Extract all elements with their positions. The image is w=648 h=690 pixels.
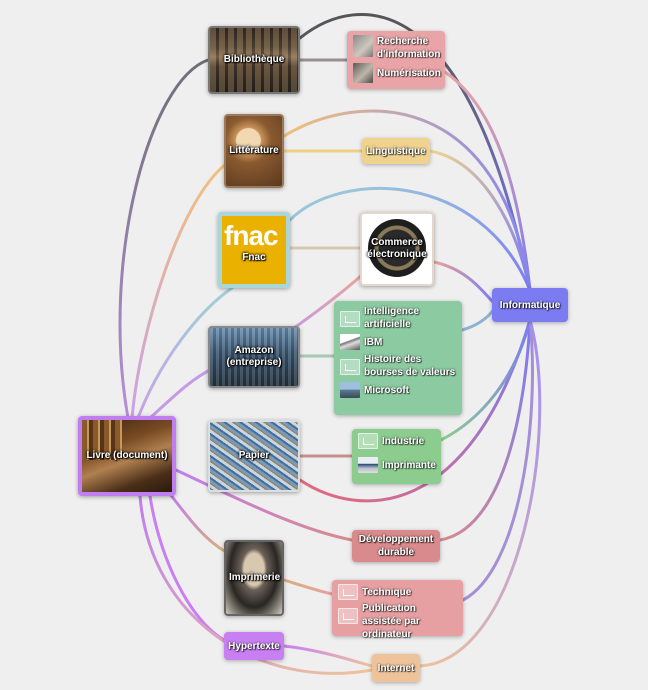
tag-linguistique-label: Linguistique [366,145,426,157]
item-label: IBM [364,336,383,348]
node-fnac[interactable]: fnac Fnac [218,212,290,288]
tag-internet-label: Internet [377,662,415,674]
list-item-intelligence[interactable]: Intelligence artificielle [340,305,456,331]
image-placeholder-icon [358,433,378,449]
list-item-ibm[interactable]: IBM [340,334,456,350]
tag-linguistique[interactable]: Linguistique [362,138,430,164]
edge-imprimerie-technique [282,578,334,596]
edge-industrie-informatique [439,318,532,442]
item-label: Histoire des bourses de valeurs [364,354,456,378]
edge-livre-imprimerie [168,492,228,554]
edge-linguistique-informatique [428,149,532,292]
item-label: Microsoft [364,384,409,396]
item-label: Industrie [382,435,425,447]
node-imprimerie-label: Imprimerie [229,572,281,583]
tag-informatique-label: Informatique [499,299,561,311]
group-intelligence: Intelligence artificielle IBM Histoire d… [334,301,462,415]
edge-developpement-informatique [438,318,532,542]
tag-informatique[interactable]: Informatique [492,288,568,322]
shelves-photo [210,28,298,92]
node-amazon[interactable]: Amazon (entreprise) [208,326,300,388]
item-label: Numérisation [377,67,441,79]
edge-livre-litterature [130,162,228,420]
item-label: Technique [362,586,412,598]
edge-technique-informatique [461,318,534,602]
item-label: Intelligence artificielle [364,306,420,330]
list-item-publication[interactable]: Publication assistée par ordinateur [338,602,457,641]
node-bibliotheque-label: Bibliothèque [223,54,285,65]
item-label: Recherche d'information [377,36,441,60]
item-label: Imprimante [382,459,436,471]
list-item-technique[interactable]: Technique [338,584,457,600]
edge-livre-developpement [174,468,354,542]
list-item-imprimante[interactable]: Imprimante [358,457,436,473]
tag-internet[interactable]: Internet [372,654,420,682]
edge-livre-fnac [136,286,234,420]
image-placeholder-icon [338,608,358,624]
edge-papier-informatique [298,318,532,503]
image-placeholder-icon [340,359,360,375]
edge-fnac-informatique [288,187,532,292]
edge-livre-amazon [148,368,212,420]
image-placeholder-icon [338,584,358,600]
list-item-numerisation[interactable]: Numérisation [353,63,441,83]
edge-commerce-informatique [432,260,497,306]
node-commerce[interactable]: Commerce électronique [360,212,434,286]
photo-thumb [353,63,373,83]
photo-thumb [358,457,378,473]
fnac-logo: fnac [224,220,279,251]
photo-thumb [353,35,373,57]
commerce-emblem [368,219,426,277]
edge-intelligence-informatique [460,306,497,332]
node-amazon-label: Amazon (entreprise) [226,345,282,368]
edge-livre-internet [138,494,374,675]
node-livre-label: Livre (document) [86,450,168,461]
tag-hypertexte[interactable]: Hypertexte [224,632,284,660]
group-industrie: Industrie Imprimante [352,429,441,484]
node-litterature[interactable]: Littérature [224,114,284,188]
edge-litterature-informatique [282,109,532,292]
node-papier[interactable]: Papier [208,420,300,492]
list-item-bourses[interactable]: Histoire des bourses de valeurs [340,353,456,379]
node-livre[interactable]: Livre (document) [78,416,176,496]
amazon-photo [210,328,298,386]
group-technique: Technique Publication assistée par ordin… [332,580,463,640]
book-photo [82,420,122,460]
node-litterature-label: Littérature [229,145,279,156]
edge-hypertexte-internet [282,644,374,668]
node-fnac-label: Fnac [242,252,266,264]
node-papier-label: Papier [238,450,270,461]
image-placeholder-icon [340,311,360,327]
tag-developpement[interactable]: Développement durable [352,530,440,562]
node-bibliotheque[interactable]: Bibliothèque [208,26,300,94]
list-item-industrie[interactable]: Industrie [358,433,435,449]
group-recherche: Recherche d'information Numérisation [347,31,445,89]
tag-hypertexte-label: Hypertexte [228,640,280,652]
tag-developpement-label: Développement durable [358,534,434,558]
list-item-microsoft[interactable]: Microsoft [340,382,456,398]
item-label: Publication assistée par ordinateur [362,603,420,640]
photo-thumb [340,382,360,398]
edge-livre-bibliotheque [118,58,210,420]
edge-internet-informatique [418,318,542,668]
node-imprimerie[interactable]: Imprimerie [224,540,284,616]
edge-recherche-informatique [443,70,532,292]
photo-thumb [340,334,360,350]
node-commerce-label: Commerce électronique [367,237,427,260]
list-item-recherche[interactable]: Recherche d'information [353,35,441,61]
